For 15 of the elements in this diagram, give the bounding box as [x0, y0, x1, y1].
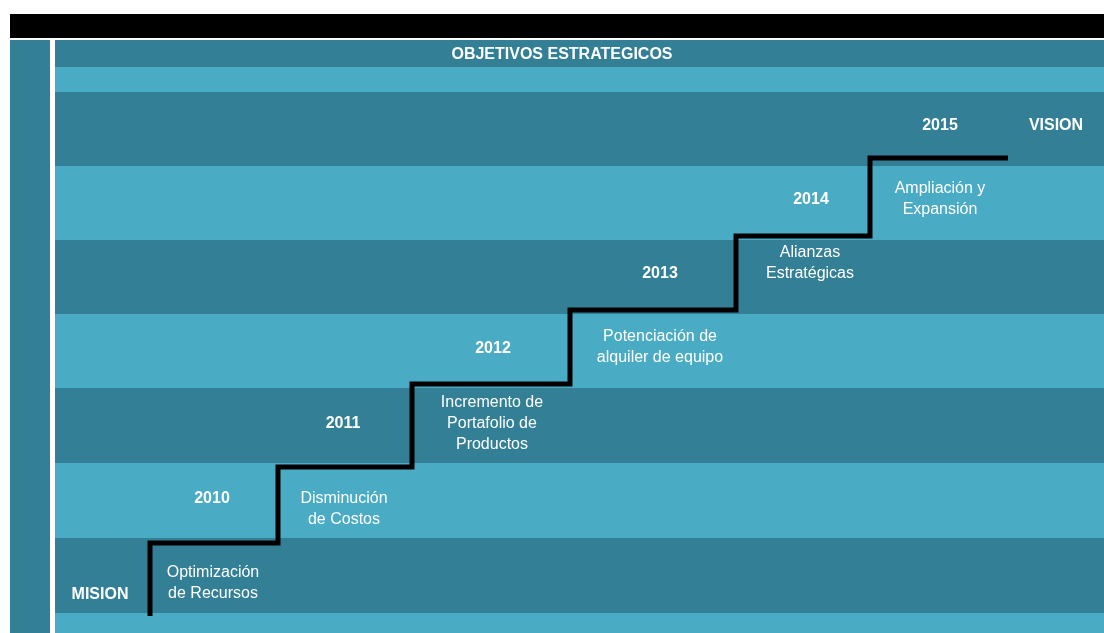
step-text: Disminución de Costos	[299, 488, 389, 529]
vision-label: VISION	[1027, 114, 1085, 135]
step-text: Optimización de Recursos	[165, 562, 261, 603]
year-label: 2011	[324, 412, 362, 433]
year-label: 2015	[921, 114, 959, 135]
step-text: Alianzas Estratégicas	[764, 242, 855, 283]
mision-label: MISION	[70, 583, 130, 604]
step-text: Incremento de Portafolio de Productos	[439, 391, 545, 454]
step-text: Potenciación de alquiler de equipo	[596, 326, 724, 367]
year-label: 2014	[792, 188, 830, 209]
year-label: 2010	[193, 487, 231, 508]
step-text: Ampliación y Expansión	[894, 178, 986, 219]
year-label: 2013	[641, 262, 679, 283]
year-label: 2012	[474, 337, 512, 358]
title: OBJETIVOS ESTRATEGICOS	[451, 43, 673, 64]
